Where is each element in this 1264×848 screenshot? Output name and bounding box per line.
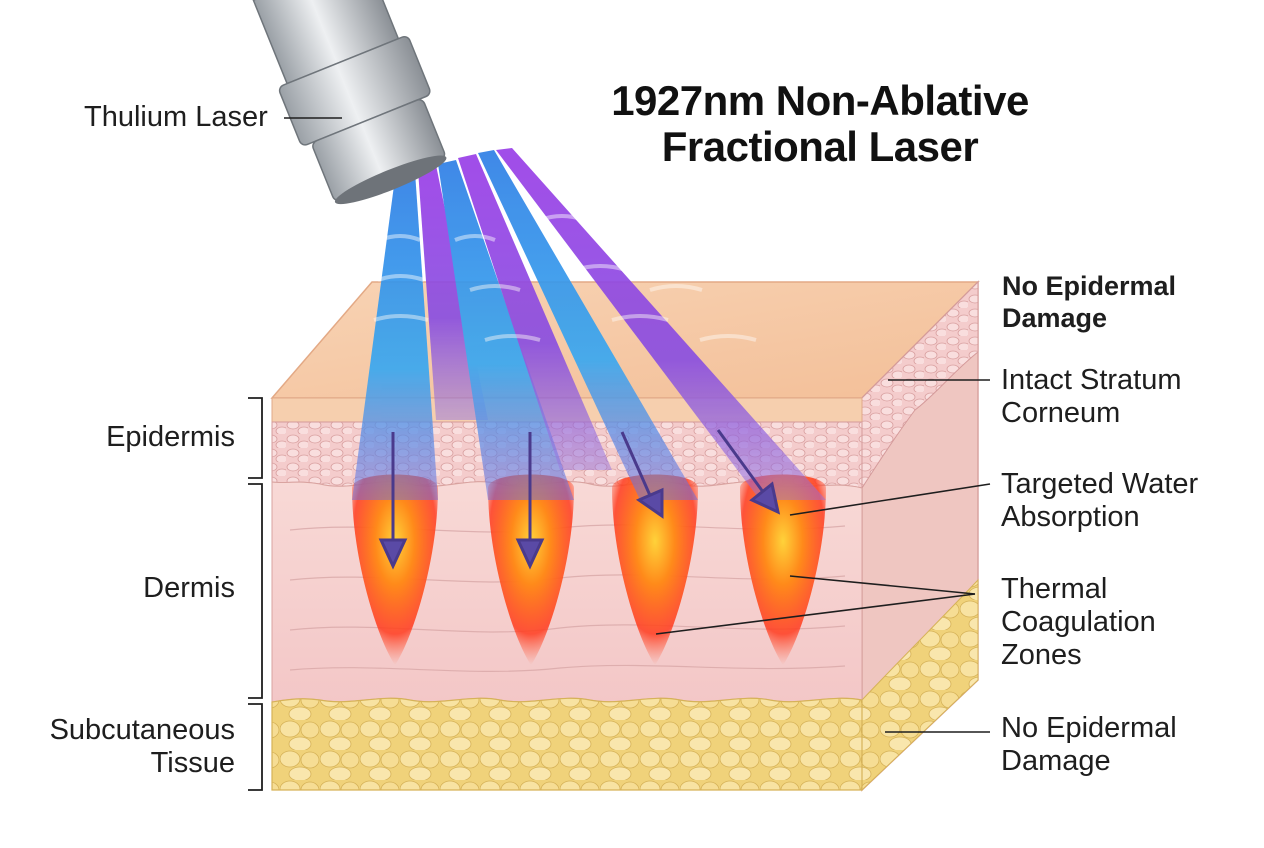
arrow-3-head <box>635 487 664 519</box>
beam-pulse-stripes <box>373 214 757 342</box>
title-line-2: Fractional Laser <box>661 123 979 170</box>
leader-lines <box>284 117 991 733</box>
label-subcutaneous-line-2: Tissue <box>150 747 235 779</box>
coagulation-zone-2 <box>488 474 574 665</box>
label-subcutaneous-tissue: Subcutaneous Tissue <box>20 714 235 780</box>
label-stratum-line-2: Corneum <box>1001 397 1121 429</box>
beam-arrows <box>378 429 781 570</box>
label-no-damage-bottom-line-2: Damage <box>1001 745 1111 777</box>
label-stratum-line-1: Intact Stratum <box>1001 364 1182 396</box>
laser-beam-6 <box>496 148 826 500</box>
arrow-4-shaft <box>716 429 768 497</box>
label-no-epidermal-damage-bottom: No Epidermal Damage <box>1001 712 1177 778</box>
leader-thermal-b <box>655 593 976 635</box>
label-water-line-1: Targeted Water <box>1001 468 1199 500</box>
label-dermis: Dermis <box>143 572 235 604</box>
label-water-line-2: Absorption <box>1001 501 1140 533</box>
bracket-epidermis <box>248 397 263 479</box>
label-thermal-coagulation-zones: Thermal Coagulation Zones <box>1001 573 1156 672</box>
label-targeted-water-absorption: Targeted Water Absorption <box>1001 468 1198 534</box>
label-thermal-line-2: Coagulation <box>1001 606 1156 638</box>
thermal-coagulation-zones <box>352 474 826 665</box>
label-no-damage-top-line-2: Damage <box>1002 303 1108 333</box>
right-face-fat <box>861 578 979 792</box>
coagulation-zone-1 <box>352 474 438 665</box>
coagulation-zone-4 <box>740 474 826 665</box>
right-face-epidermis <box>861 280 979 490</box>
laser-beam-1 <box>352 172 438 500</box>
leader-thermal-a <box>789 575 976 595</box>
laser-beams <box>352 148 826 500</box>
arrow-3-shaft <box>620 431 654 501</box>
arrow-1-head <box>378 538 408 570</box>
label-intact-stratum-corneum: Intact Stratum Corneum <box>1001 364 1182 430</box>
label-thermal-line-1: Thermal <box>1001 573 1108 605</box>
label-thermal-line-3: Zones <box>1001 639 1082 671</box>
leader-water <box>789 483 991 516</box>
layer-brackets <box>248 397 263 791</box>
arrow-2-head <box>515 538 545 570</box>
label-no-epidermal-damage-top: No Epidermal Damage <box>1002 270 1176 334</box>
label-subcutaneous-line-1: Subcutaneous <box>49 714 235 746</box>
label-no-damage-bottom-line-1: No Epidermal <box>1001 712 1177 744</box>
coagulation-zone-3 <box>612 474 698 665</box>
title-line-1: 1927nm Non-Ablative <box>611 77 1029 124</box>
label-epidermis: Epidermis <box>106 421 235 453</box>
laser-beam-4 <box>458 154 612 470</box>
bracket-subcutaneous <box>248 703 263 791</box>
bracket-dermis <box>248 483 263 699</box>
laser-beam-3 <box>438 160 574 500</box>
label-thulium-laser: Thulium Laser <box>84 101 268 133</box>
device-aperture <box>334 155 447 205</box>
label-no-damage-top-line-1: No Epidermal <box>1002 271 1177 301</box>
laser-beam-5 <box>478 150 698 500</box>
arrow-4-head <box>749 481 781 515</box>
subcutaneous-layer <box>271 697 863 791</box>
diagram-title: 1927nm Non-Ablative Fractional Laser <box>560 78 1080 170</box>
